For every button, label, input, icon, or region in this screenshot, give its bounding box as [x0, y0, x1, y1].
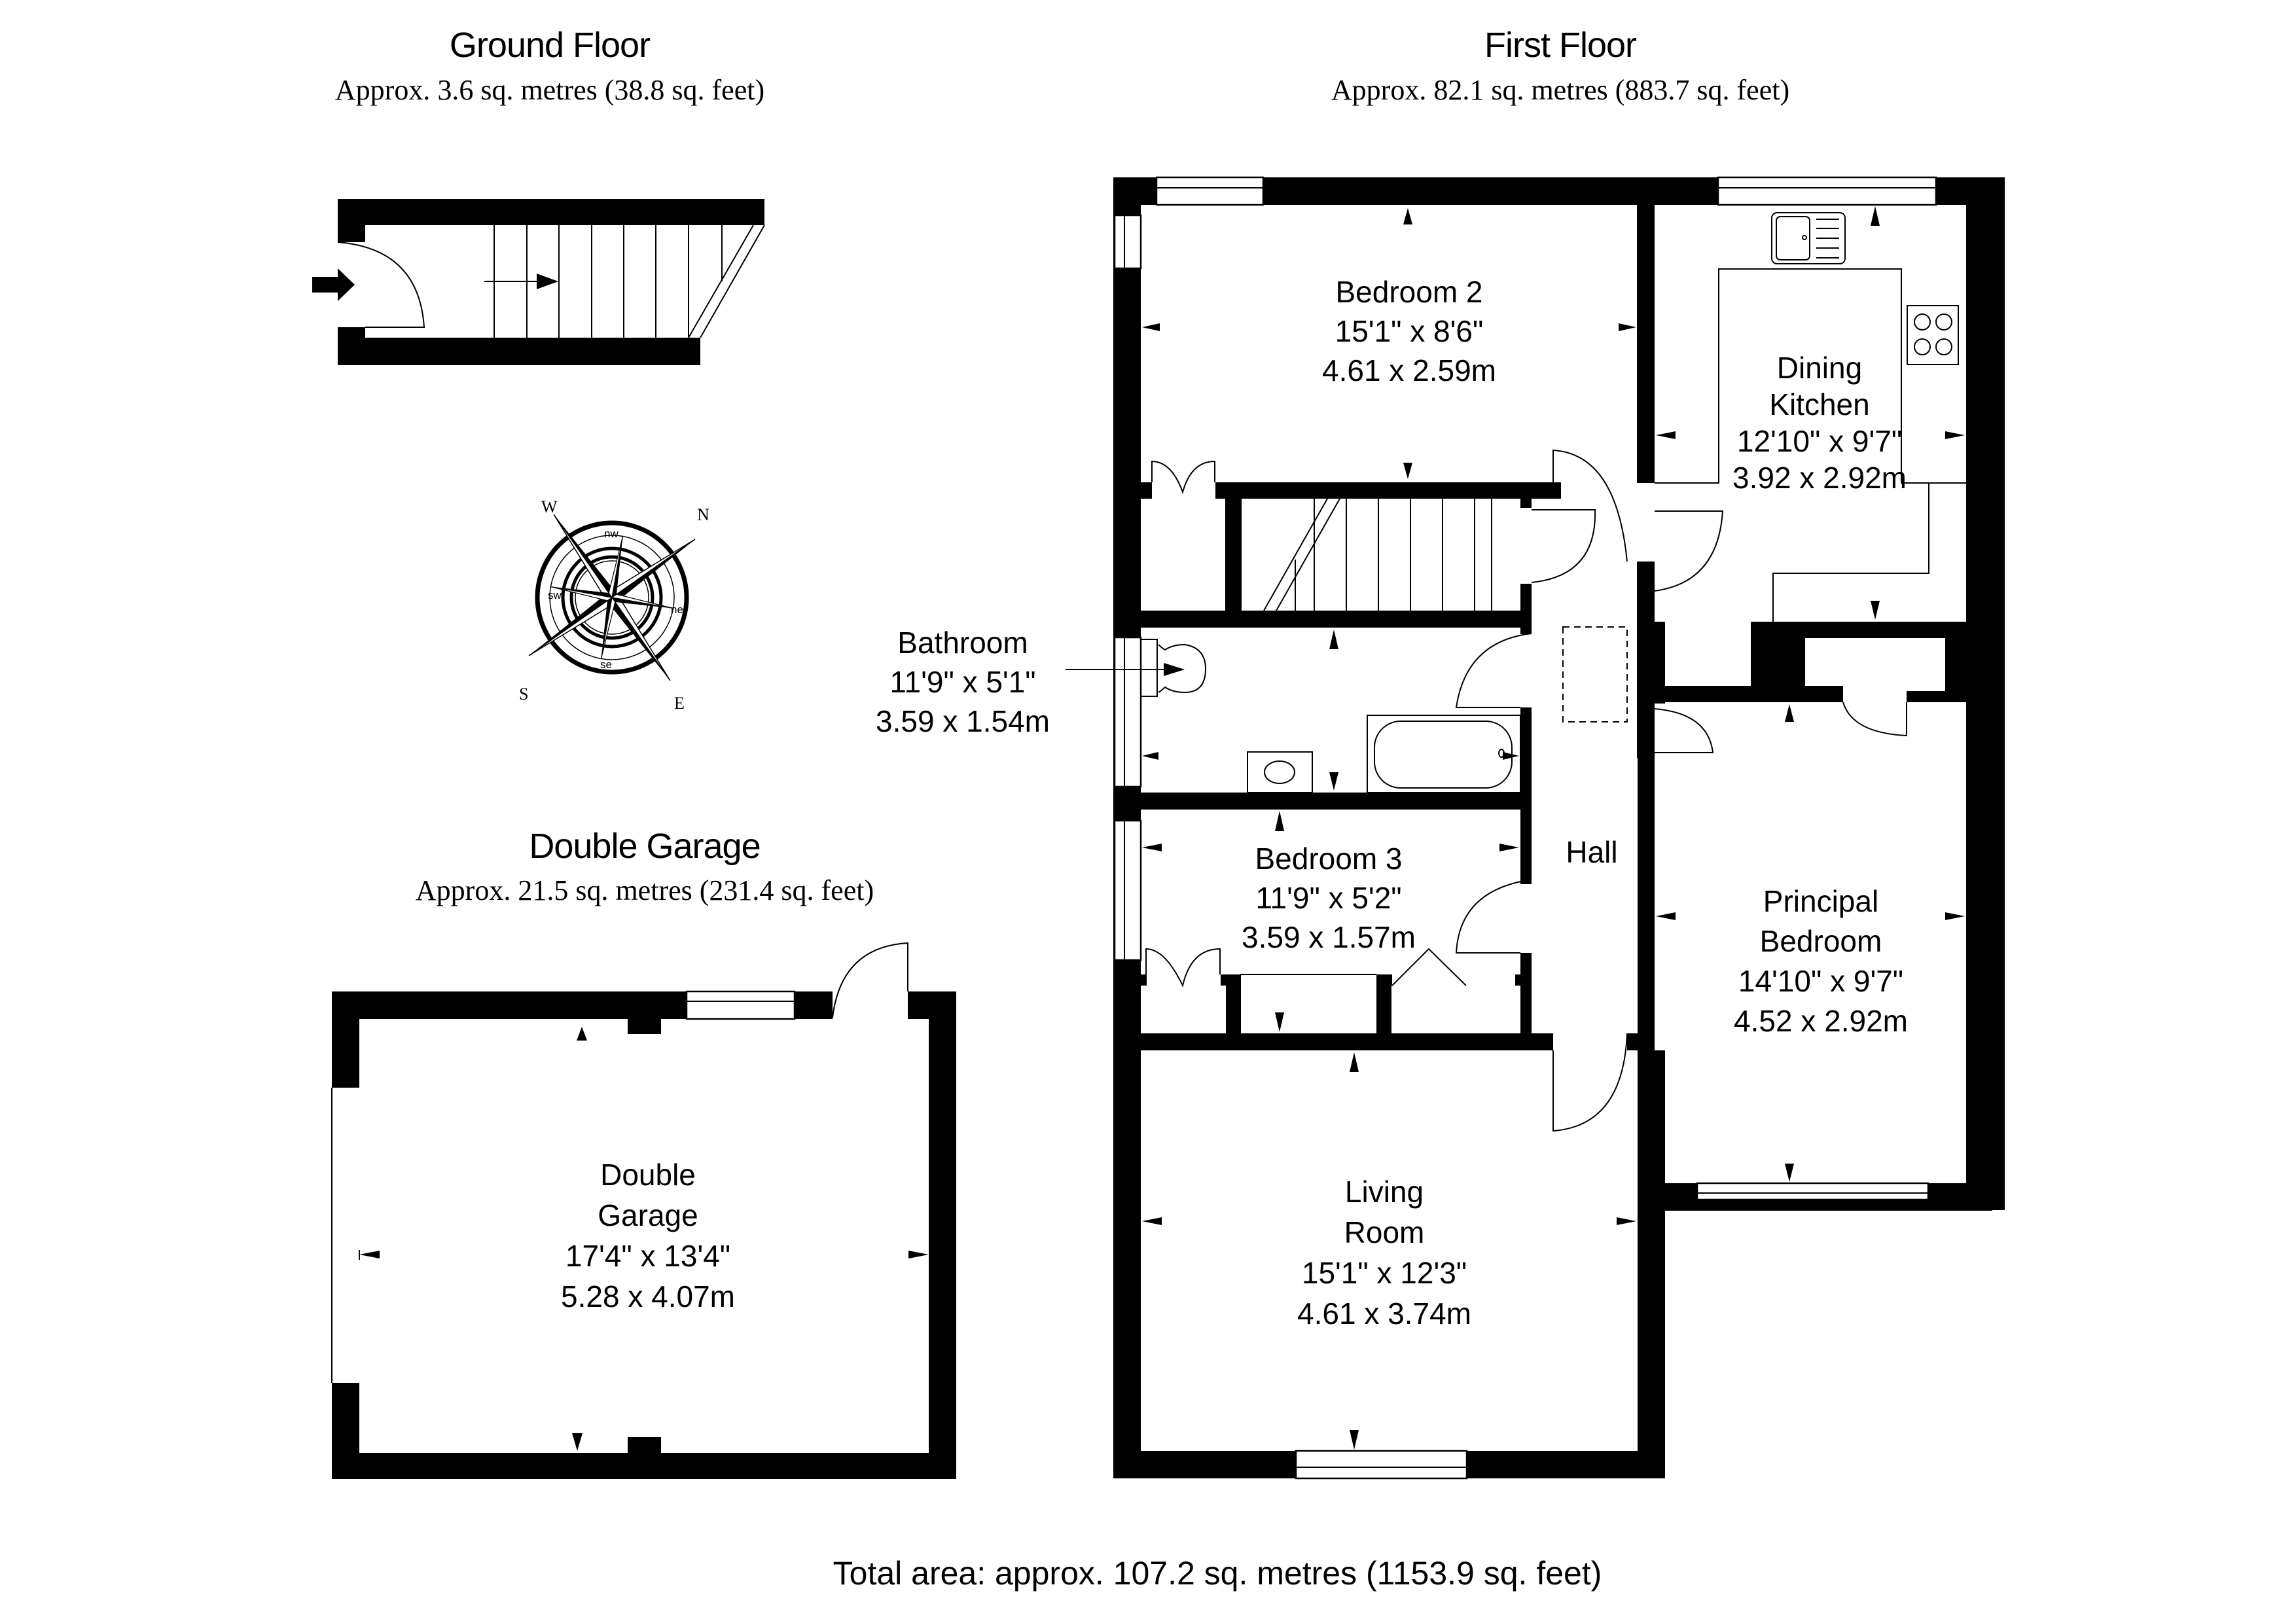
first-floor-area: Approx. 82.1 sq. metres (883.7 sq. feet) — [1331, 74, 1790, 106]
basin-icon — [1247, 751, 1313, 793]
first-floor-title: First Floor — [1484, 26, 1637, 65]
dimension-arrows — [1142, 206, 1965, 1450]
ground-floor-plan — [312, 199, 765, 365]
room-name: Dining — [1776, 351, 1863, 385]
room-imperial: 17'4" x 13'4" — [565, 1239, 731, 1273]
total-area: Total area: approx. 107.2 sq. metres (11… — [833, 1555, 1602, 1592]
compass-se-label: se — [600, 658, 612, 671]
compass-sw-label: sw — [548, 589, 562, 601]
room-imperial: 15'1" x 8'6" — [1335, 314, 1484, 348]
room-imperial: 11'9" x 5'2" — [1255, 881, 1402, 915]
compass-n-label: N — [697, 505, 709, 524]
room-imperial: 14'10" x 9'7" — [1738, 964, 1904, 998]
room-name: Double — [600, 1158, 696, 1192]
room-metric: 4.61 x 3.74m — [1297, 1296, 1471, 1330]
room-name: Bedroom 3 — [1255, 842, 1403, 876]
room-metric: 3.59 x 1.57m — [1242, 920, 1416, 954]
room-label-hall: Hall — [1566, 832, 1617, 872]
room-label-bedroom2: Bedroom 2 15'1" x 8'6" 4.61 x 2.59m — [1322, 272, 1496, 390]
room-metric: 3.92 x 2.92m — [1732, 461, 1907, 495]
toilet-icon — [1140, 639, 1207, 697]
room-label-double-garage: Double Garage 17'4" x 13'4" 5.28 x 4.07m — [561, 1154, 735, 1317]
garage-area: Approx. 21.5 sq. metres (231.4 sq. feet) — [415, 874, 874, 906]
room-name: Living — [1344, 1175, 1424, 1209]
compass-w-label: W — [541, 497, 558, 516]
garage-plan — [331, 942, 956, 1479]
compass-nw-label: nw — [604, 527, 619, 540]
room-name: Principal — [1763, 884, 1879, 918]
room-name: Bedroom — [1759, 924, 1882, 958]
hob-icon — [1907, 305, 1959, 365]
compass-rose-icon: N W S E nw sw se ne — [519, 497, 709, 713]
room-name: Kitchen — [1769, 387, 1870, 421]
room-label-dining-kitchen: Dining Kitchen 12'10" x 9'7" 3.92 x 2.92… — [1732, 349, 1907, 496]
room-metric: 5.28 x 4.07m — [561, 1279, 735, 1313]
room-imperial: 15'1" x 12'3" — [1301, 1256, 1467, 1290]
room-name: Hall — [1566, 835, 1618, 869]
room-name: Room — [1344, 1215, 1425, 1249]
room-metric: 4.52 x 2.92m — [1734, 1004, 1908, 1038]
room-name: Bedroom 2 — [1335, 275, 1483, 309]
ground-floor-title: Ground Floor — [449, 26, 651, 65]
entrance-arrow-icon — [312, 268, 355, 301]
room-label-bedroom3: Bedroom 3 11'9" x 5'2" 3.59 x 1.57m — [1242, 839, 1416, 957]
room-metric: 4.61 x 2.59m — [1322, 353, 1496, 387]
compass-ne-label: ne — [671, 603, 683, 616]
room-imperial: 12'10" x 9'7" — [1736, 424, 1903, 458]
first-stair-treads — [1263, 498, 1492, 611]
room-imperial: 11'9" x 5'1" — [889, 665, 1036, 699]
room-name: Bathroom — [897, 626, 1028, 660]
room-metric: 3.59 x 1.54m — [876, 704, 1050, 738]
ground-floor-area: Approx. 3.6 sq. metres (38.8 sq. feet) — [334, 74, 765, 106]
first-floor-plan — [1066, 176, 2005, 1480]
room-name: Garage — [598, 1198, 698, 1232]
ground-stair-treads — [493, 224, 765, 338]
garage-title: Double Garage — [529, 827, 761, 866]
compass-e-label: E — [674, 694, 685, 713]
bath-icon — [1367, 715, 1521, 793]
sink-icon — [1771, 212, 1846, 264]
compass-s-label: S — [519, 685, 528, 704]
room-label-bathroom: Bathroom 11'9" x 5'1" 3.59 x 1.54m — [876, 623, 1050, 741]
room-label-living-room: Living Room 15'1" x 12'3" 4.61 x 3.74m — [1297, 1171, 1471, 1334]
room-label-principal-bedroom: Principal Bedroom 14'10" x 9'7" 4.52 x 2… — [1734, 882, 1908, 1041]
